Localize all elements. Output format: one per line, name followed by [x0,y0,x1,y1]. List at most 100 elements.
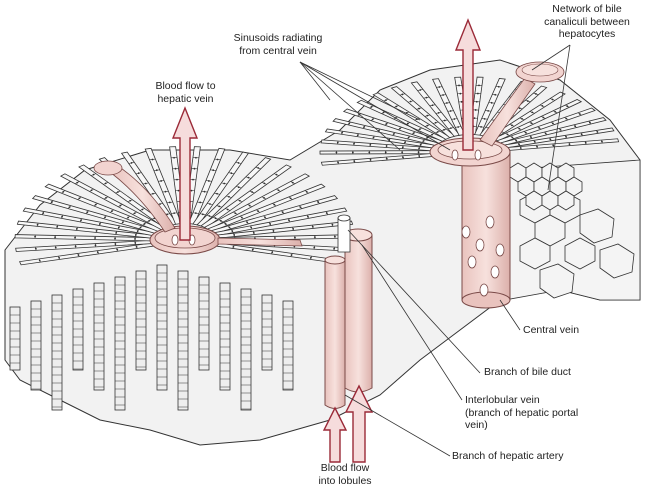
hepatocyte-nucleus [251,191,253,193]
hepatocyte-nucleus [97,251,99,253]
hepatocyte-nucleus [160,180,162,182]
hepatocyte-nucleus [459,93,461,95]
hepatocyte-nucleus [269,223,271,225]
hepatocyte-nucleus [307,216,309,218]
hepatocyte-nucleus [418,147,420,149]
hepatocyte-nucleus [263,182,265,184]
hepatocyte-nucleus [444,120,446,122]
hepatocyte-nucleus [74,237,76,239]
hepatocyte-nucleus [418,155,420,157]
hepatocyte-nucleus [78,254,80,256]
hepatocyte-nucleus [518,143,520,145]
hepatocyte-nucleus [104,216,106,218]
hepatocyte-nucleus [218,206,220,208]
hepatocyte-nucleus [56,226,58,228]
hepatocyte-nucleus [383,112,385,114]
hepatocyte-nucleus [420,144,422,146]
hepatocyte-nucleus [487,110,489,112]
hepatocyte-nucleus [278,189,280,191]
hepatocyte-nucleus [552,145,554,147]
hepatocyte-nucleus [117,191,119,193]
label-sinusoids-line1: Sinusoids radiating [218,32,338,45]
front-column [136,271,146,370]
hepatocyte-nucleus [313,247,315,249]
hepatocyte-nucleus [137,230,139,232]
label-interlobular-line2: (branch of hepatic portal [465,407,578,420]
hepatocyte-nucleus [282,211,284,213]
hepatocyte-nucleus [212,169,214,171]
hepatocyte-nucleus [292,182,294,184]
hepatocyte-nucleus [127,217,129,219]
hepatocyte-nucleus [426,125,428,127]
hepatocyte-network [505,160,640,300]
front-column [283,301,293,390]
label-hepatic-artery: Branch of hepatic artery [452,450,563,463]
hepatocyte-nucleus [353,143,355,145]
hepatocyte-nucleus [274,237,276,239]
hepatocyte-nucleus [534,141,536,143]
hepatocyte-nucleus [152,193,154,195]
hepatocyte-nucleus [521,118,523,120]
hepatocyte-nucleus [95,204,97,206]
label-hepatic-artery-text: Branch of hepatic artery [452,450,563,462]
hepatocyte-nucleus [370,159,372,161]
hepatocyte-nucleus [601,141,603,143]
hepatocyte-nucleus [35,248,37,250]
front-column [10,307,20,370]
hepatocyte-nucleus [458,85,460,87]
hepatocyte-nucleus [69,206,71,208]
hepatocyte-nucleus [169,202,171,204]
hepatocyte-nucleus [129,200,131,202]
hepatocyte-nucleus [535,93,537,95]
hepatocyte-nucleus [589,122,591,124]
hepatocyte-nucleus [58,257,60,259]
hepatocyte-nucleus [530,136,532,138]
hepatocyte-nucleus [93,174,95,176]
hepatocyte-nucleus [402,156,404,158]
hepatocyte-nucleus [114,243,116,245]
hepatocyte-nucleus [530,122,532,124]
hepatocyte-nucleus [195,212,197,214]
hepatocyte-nucleus [520,147,522,149]
hepatocyte-nucleus [195,157,197,159]
hepatocyte-nucleus [111,210,113,212]
hepatocyte-nucleus [333,248,335,250]
hepatocyte-nucleus [438,112,440,114]
label-central-vein: Central vein [523,324,579,337]
hepatocyte-nucleus [419,128,421,130]
hepatocyte-nucleus [511,136,513,138]
hepatocyte-nucleus [152,159,154,161]
hepatocyte-nucleus [122,221,124,223]
hepatocyte-nucleus [552,122,554,124]
hepatocyte-nucleus [271,251,273,253]
hepatocyte-nucleus [76,182,78,184]
front-column [115,277,125,410]
label-blood-flow-in-line1: Blood flow [300,462,390,475]
label-network-line2: canaliculi between [527,16,647,29]
hepatocyte-nucleus [438,86,440,88]
hepatocyte-nucleus [99,223,101,225]
hepatocyte-nucleus [541,105,543,107]
hepatocyte-nucleus [202,213,204,215]
hepatocyte-nucleus [519,107,521,109]
hepatocyte-nucleus [395,106,397,108]
hepatocyte-nucleus [252,249,254,251]
hepatocyte-nucleus [515,140,517,142]
hepatocyte-nucleus [199,202,201,204]
hepatocyte-nucleus [454,118,456,120]
label-blood-flow-in: Blood flow into lobules [300,462,390,487]
front-column [73,289,83,370]
hepatocyte-nucleus [220,220,222,222]
hepatocyte-nucleus [310,257,312,259]
hepatocyte-nucleus [410,101,412,103]
front-column [52,295,62,410]
hepatocyte-nucleus [246,221,248,223]
hepatocyte-nucleus [336,152,338,154]
hepatocyte-nucleus [457,126,459,128]
hepatocyte-nucleus [249,205,251,207]
hepatocyte-nucleus [442,94,444,96]
hepatocyte-nucleus [306,191,308,193]
hepatocyte-nucleus [574,125,576,127]
hepatocyte-nucleus [233,234,235,236]
hepatocyte-nucleus [334,236,336,238]
